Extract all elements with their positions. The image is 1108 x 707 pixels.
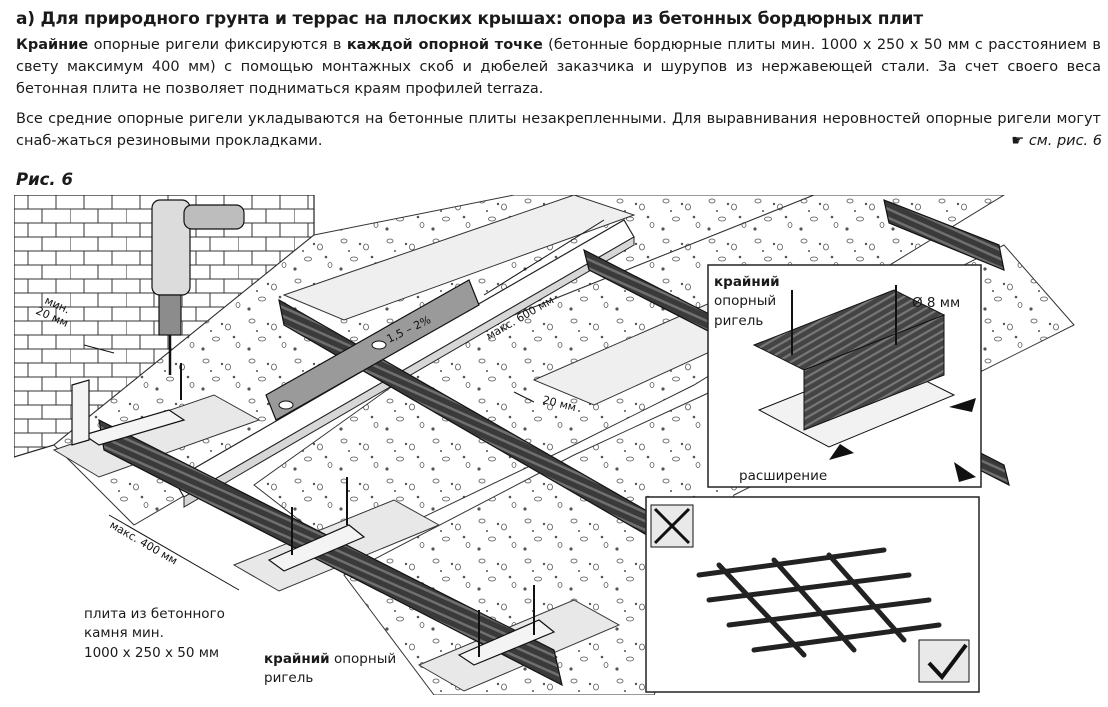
- text-part-2: (бетонные бордюрные плиты мин. 1000 х 25…: [16, 37, 1101, 97]
- mounting-bracket-1: [71, 379, 186, 446]
- drill-icon: [151, 199, 245, 375]
- edge-beam-label-line2: ригель: [264, 670, 313, 686]
- slab-label-line1: плита из бетонного: [84, 606, 225, 622]
- top-right-beam: [883, 199, 1005, 271]
- see-figure-reference[interactable]: ☛ см. рис. 6: [1011, 130, 1102, 152]
- checkmark-drill-icon: [927, 643, 968, 681]
- mounting-bracket-2: [267, 524, 366, 572]
- bold-each-point: каждой опорной точке: [346, 37, 543, 53]
- grid-beams: [696, 547, 942, 658]
- installation-illustration: мин. 20 мм 1,5 – 2% макс. 600 мм 20 мм м…: [14, 195, 1075, 695]
- inset-label-line2: опорный: [714, 293, 776, 309]
- bold-edge: Крайние: [16, 37, 89, 53]
- mounting-bracket-3: [457, 619, 556, 666]
- text-part-1: опорные ригели фиксируются в: [88, 37, 347, 53]
- screws: [180, 363, 535, 657]
- paragraph-edge-supports: Крайние опорные ригели фиксируются в каж…: [16, 34, 1101, 100]
- section-heading: а) Для природного грунта и террас на пло…: [16, 9, 923, 29]
- pointing-hand-icon: ☛: [1011, 133, 1025, 149]
- diameter-label: Ø 8 мм: [912, 295, 960, 311]
- concrete-slab-4: [282, 195, 636, 321]
- edge-beam-label-line1: крайний опорный: [264, 651, 396, 667]
- inset-edge-beam-detail: крайний опорный ригель Ø 8 мм расширение: [707, 264, 982, 488]
- max-400-label: макс. 400 мм: [108, 518, 180, 567]
- crossed-drill-icon: [653, 507, 691, 545]
- inset-label-line3: ригель: [714, 313, 763, 329]
- inset-grid-layout: [645, 496, 980, 693]
- slab-label-line3: 1000 х 250 х 50 мм: [84, 645, 219, 661]
- paragraph-middle-supports: Все средние опорные ригели укладываются …: [16, 111, 1101, 149]
- inset-label-line1: крайний: [714, 274, 780, 290]
- figure-caption: Рис. 6: [16, 170, 73, 189]
- see-figure-text: см. рис. 6: [1028, 133, 1102, 149]
- spirit-level: [265, 279, 480, 421]
- slab-label-line2: камня мин.: [84, 625, 164, 641]
- expansion-label: расширение: [739, 468, 827, 484]
